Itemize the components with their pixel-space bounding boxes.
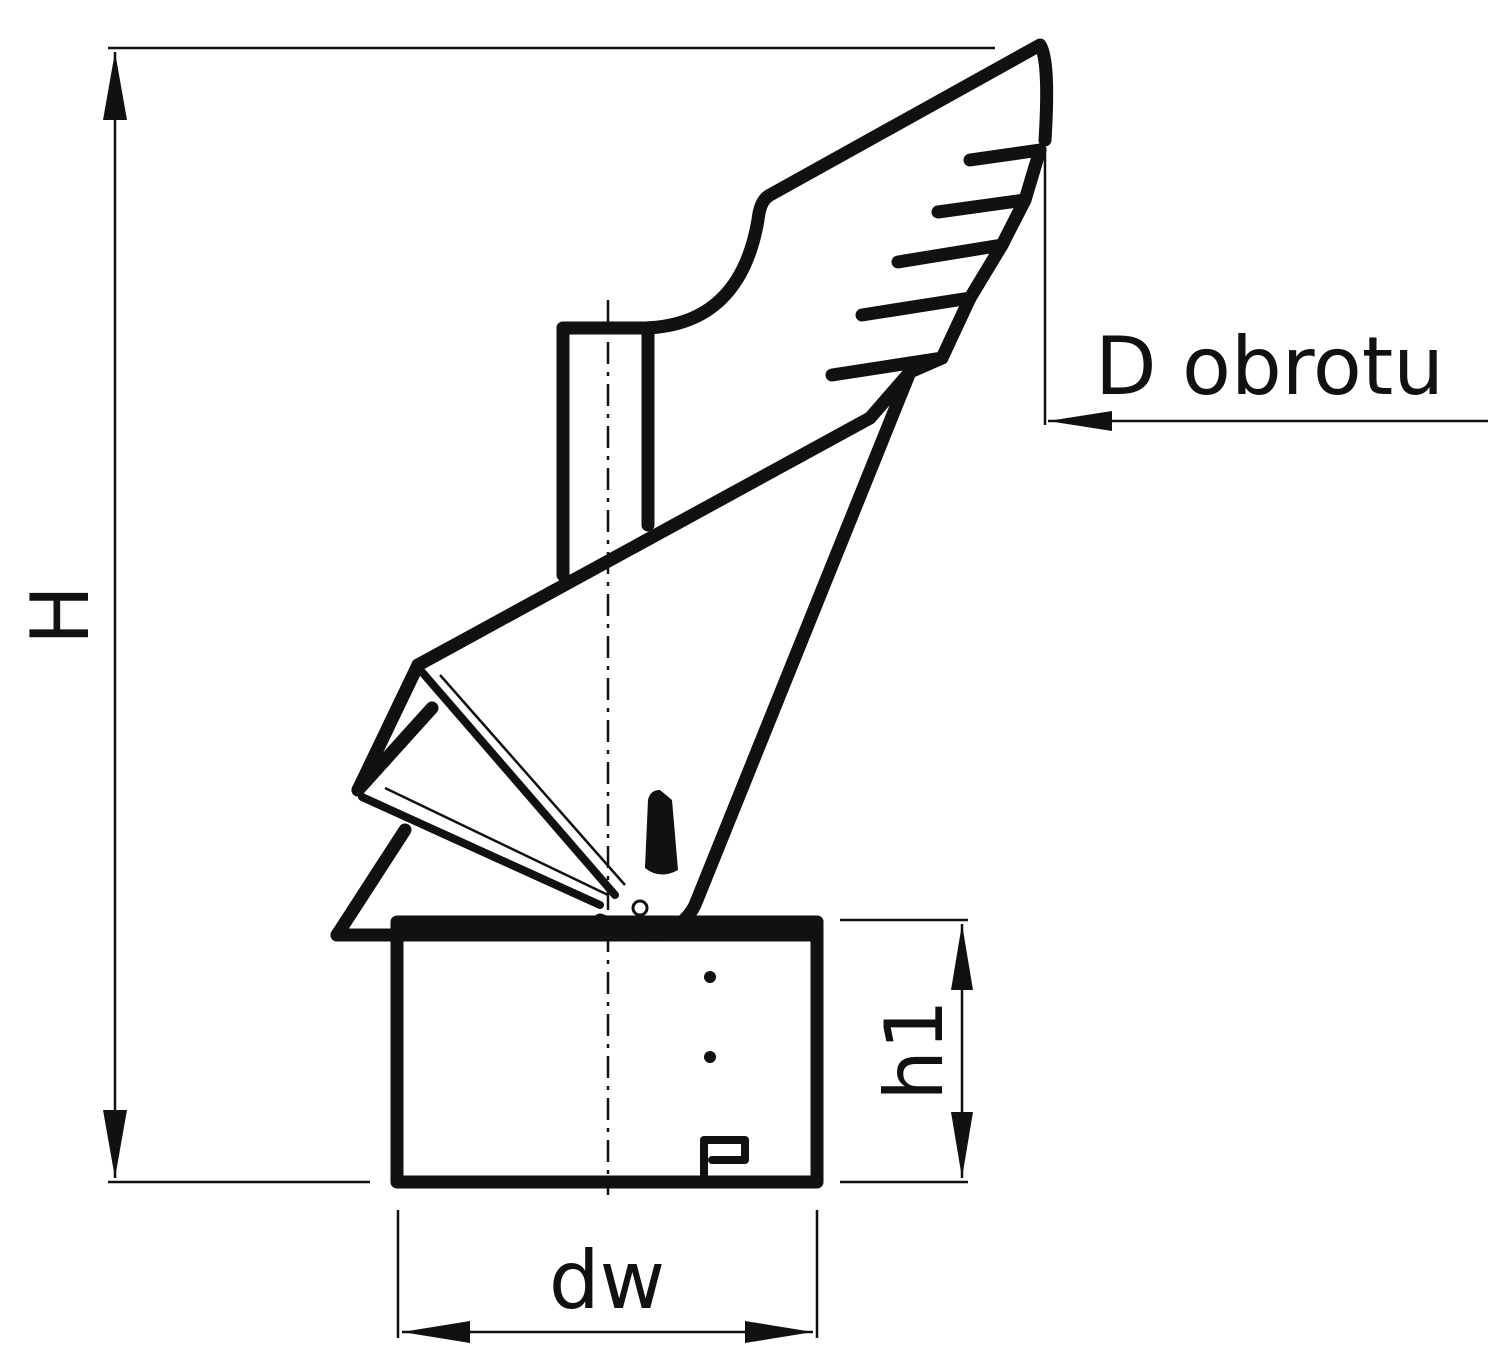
- h1-label: h1: [868, 999, 961, 1101]
- h1-arrow-bottom: [951, 1112, 973, 1178]
- upper-tier-top: [411, 411, 877, 672]
- dimension-dw: dw: [396, 1210, 819, 1343]
- middle-tier-blade: [358, 793, 604, 909]
- H-arrow-bottom: [103, 1110, 127, 1178]
- h1-arrow-top: [951, 924, 973, 990]
- pivot-hook: [645, 790, 678, 875]
- base-plate: [330, 915, 824, 942]
- middle-tier-blade-inner: [384, 786, 609, 897]
- bayonet-slot: [700, 1136, 749, 1180]
- dw-arrow-right: [745, 1321, 813, 1343]
- upper-tier-blade-inner: [439, 674, 626, 886]
- dw-label: dw: [549, 1234, 665, 1327]
- D-obrotu-label: D obrotu: [1095, 320, 1444, 413]
- dimension-H: H: [14, 46, 995, 1184]
- H-arrow-top: [103, 52, 127, 120]
- lower-tier-edge: [330, 823, 412, 942]
- wing-feather-6: [903, 351, 949, 379]
- vane-lower-tiers: [330, 411, 877, 942]
- dimension-D-obrotu: D obrotu: [1043, 150, 1488, 431]
- rivet-middle: [704, 1051, 716, 1063]
- rivet-top: [704, 971, 716, 983]
- mast: [556, 321, 655, 582]
- upper-tier-edge: [351, 658, 425, 797]
- D-arrow: [1048, 411, 1112, 431]
- head-front-edge: [593, 365, 917, 942]
- wing-outline: [556, 38, 1054, 335]
- wing: [556, 38, 1054, 382]
- pivot-point: [631, 899, 649, 917]
- dw-arrow-left: [402, 1321, 470, 1343]
- wing-feather-1: [963, 143, 1047, 167]
- upper-tier-blade: [418, 668, 619, 899]
- H-label: H: [14, 585, 107, 645]
- dimension-h1: h1: [840, 918, 973, 1184]
